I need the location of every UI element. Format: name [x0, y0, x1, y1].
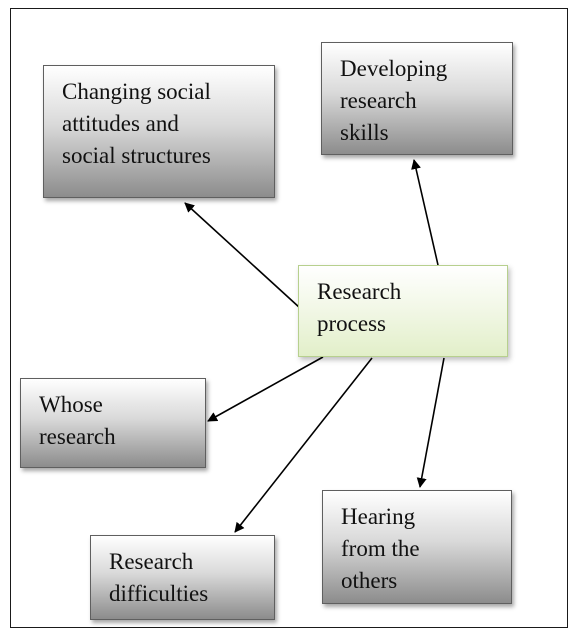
node-difficulties-label: Research difficulties	[109, 549, 209, 606]
arrow-to-developing	[411, 159, 439, 266]
node-developing-label: Developing research skills	[340, 56, 448, 145]
node-hearing-from-others: Hearing from the others	[322, 490, 512, 604]
arrow-to-whose	[207, 356, 324, 422]
node-changing-social-attitudes: Changing social attitudes and social str…	[43, 65, 275, 198]
node-whose-research: Whose research	[20, 378, 206, 468]
node-developing-research-skills: Developing research skills	[321, 42, 513, 155]
arrow-to-hearing	[416, 357, 445, 488]
arrow-to-changing	[184, 202, 301, 309]
node-center-label: Research process	[317, 279, 402, 336]
node-whose-label: Whose research	[39, 392, 116, 449]
arrow-to-difficulties	[234, 357, 373, 533]
node-hearing-label: Hearing from the others	[341, 504, 420, 593]
node-research-process: Research process	[298, 265, 508, 357]
node-research-difficulties: Research difficulties	[90, 535, 275, 620]
node-changing-label: Changing social attitudes and social str…	[62, 79, 211, 168]
